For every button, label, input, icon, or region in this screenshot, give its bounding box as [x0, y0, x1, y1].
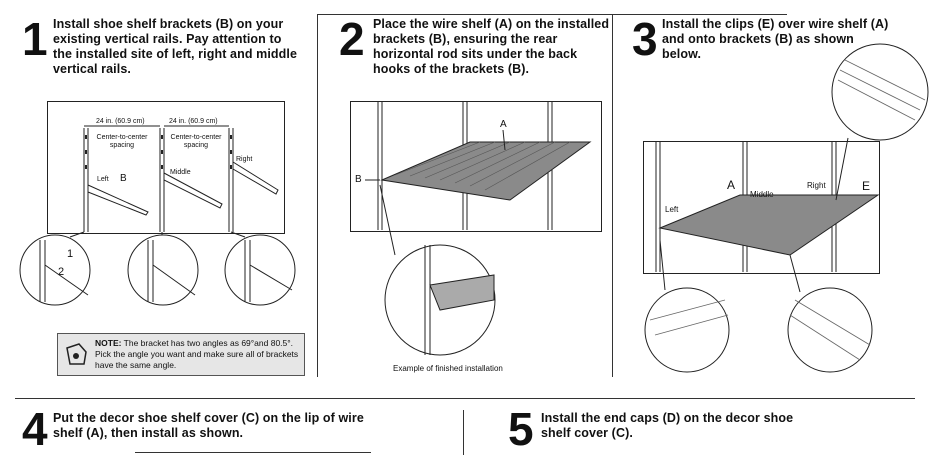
bottom-rule	[15, 398, 915, 399]
divider-4-5	[463, 410, 464, 455]
step-5-number: 5	[508, 406, 534, 452]
fig3-label-left: Left	[665, 205, 678, 214]
fig3-label-a: A	[727, 178, 735, 192]
step-4-figure-top	[135, 452, 371, 453]
step-4-number: 4	[22, 406, 48, 452]
fig3-label-middle: Middle	[750, 190, 774, 199]
step-5-text: Install the end caps (D) on the decor sh…	[541, 411, 801, 441]
fig3-label-e: E	[862, 179, 870, 193]
step-4-text: Put the decor shoe shelf cover (C) on th…	[53, 411, 383, 441]
fig3-label-right: Right	[807, 181, 826, 190]
